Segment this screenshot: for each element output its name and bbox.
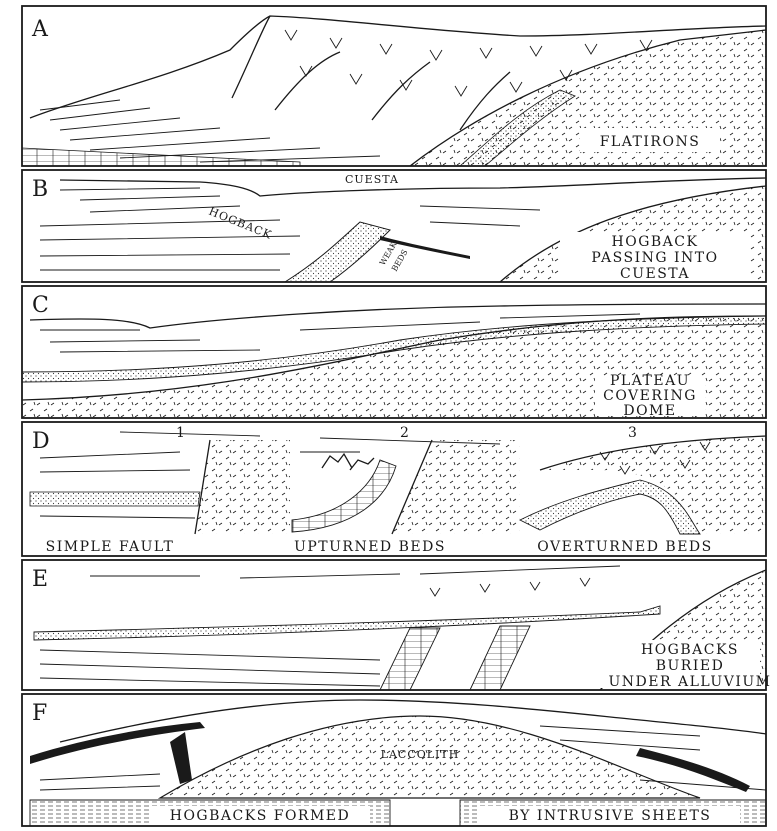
panel-e-letter: E: [32, 567, 48, 592]
panel-f-letter: F: [32, 701, 47, 726]
panel-d-number-3: 3: [628, 425, 638, 441]
panel-f-caption-left: HOGBACKS FORMED: [170, 808, 351, 824]
panel-d: D 1 2 3 SIMPLE FAULT UPTURNED BEDS OVERT…: [22, 422, 766, 556]
panel-c-caption-line-3: DOME: [623, 403, 676, 419]
panel-d-letter: D: [32, 429, 50, 454]
panel-b: B CUESTA HOGBACK HOGBACK PASSING INTO CU…: [22, 170, 766, 282]
panel-f: F LACCOLITH HOGBACKS FORMED BY INTRUSIVE…: [22, 694, 766, 826]
panel-c-letter: C: [32, 293, 49, 318]
panel-b-letter: B: [32, 177, 48, 202]
panel-d1-sandstone-bed: [30, 492, 200, 506]
panel-b-caption-line-1: HOGBACK: [612, 234, 699, 250]
panel-d-caption-overturned-beds: OVERTURNED BEDS: [537, 539, 713, 555]
panel-c: C PLATEAU COVERING DOME: [22, 286, 766, 419]
panel-f-caption-right: BY INTRUSIVE SHEETS: [509, 808, 712, 824]
panel-e-caption-line-1: HOGBACKS: [641, 642, 739, 658]
panel-f-label-laccolith: LACCOLITH: [381, 748, 460, 761]
panel-d-number-1: 1: [176, 425, 186, 441]
panel-e-caption-line-2: BURIED: [656, 658, 725, 674]
panel-b-caption-line-3: CUESTA: [620, 266, 690, 282]
panel-c-caption-line-2: COVERING: [603, 388, 697, 404]
panel-d-caption-simple-fault: SIMPLE FAULT: [46, 539, 175, 555]
panel-e: E HOGBACKS BURIED UNDER ALLUVIUM: [22, 560, 772, 690]
panel-a-letter: A: [31, 17, 49, 42]
panel-c-caption-line-1: PLATEAU: [610, 373, 690, 389]
panel-d-number-2: 2: [400, 425, 410, 441]
panel-e-caption-line-3: UNDER ALLUVIUM: [609, 674, 772, 690]
panel-a-caption-flatirons: FLATIRONS: [600, 134, 701, 150]
panel-b-label-cuesta: CUESTA: [345, 173, 399, 186]
panel-a: A FLATIRONS: [22, 6, 766, 166]
panel-d1-crystalline: [195, 440, 290, 534]
panel-b-caption-line-2: PASSING INTO: [591, 250, 718, 266]
panel-d-caption-upturned-beds: UPTURNED BEDS: [294, 539, 446, 555]
